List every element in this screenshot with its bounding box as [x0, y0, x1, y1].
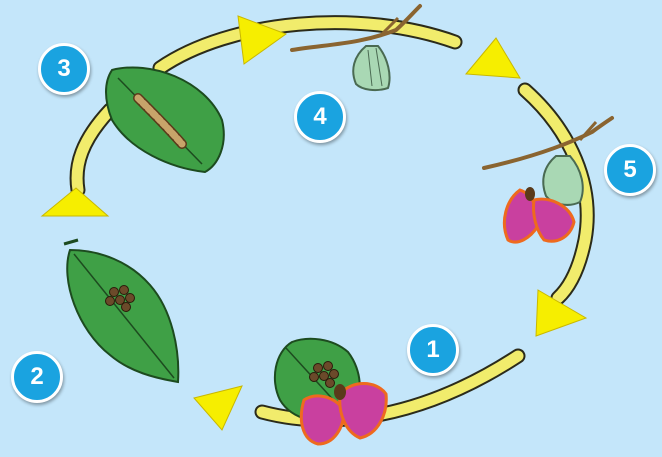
stage-number: 2	[30, 363, 43, 391]
stage-badge-1: 1	[407, 324, 459, 376]
stage-badge-3: 3	[38, 43, 90, 95]
stage-badge-4: 4	[294, 91, 346, 143]
stage-number: 4	[313, 103, 326, 131]
arrow-bottom	[194, 386, 242, 430]
stage-badge-2: 2	[11, 351, 63, 403]
stage-number: 1	[426, 336, 439, 364]
stage-number: 5	[623, 156, 636, 184]
stage-3-caterpillar-leaf	[106, 67, 224, 172]
stage-badge-5: 5	[604, 144, 656, 196]
arrow-top-right	[466, 38, 520, 78]
arrow-left	[42, 188, 108, 216]
stage-number: 3	[57, 55, 70, 83]
stage-1-moth-eggs-leaf	[275, 339, 386, 444]
stage-2-eggs-leaf	[64, 240, 178, 382]
